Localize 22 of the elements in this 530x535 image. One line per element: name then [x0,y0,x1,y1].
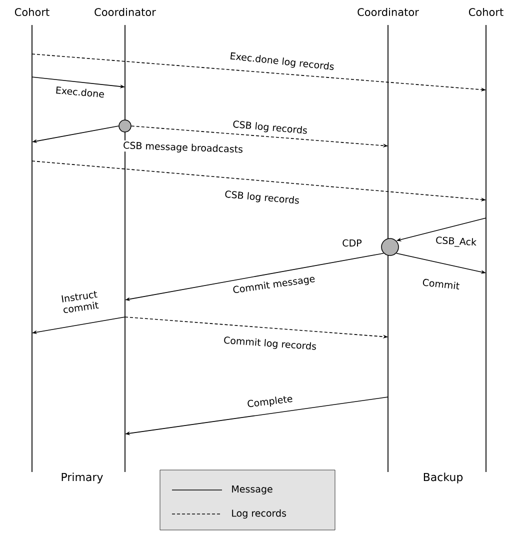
edge-label: CSB_Ack [434,235,478,249]
lifeline-header: Cohort [468,8,504,16]
edge-label: Commit log records [222,335,318,353]
lifeline-header: Coordinator [358,8,419,16]
side-label: CDP [342,239,362,247]
legend-text: Message [232,486,272,494]
edge-label: CSB log records [231,119,309,137]
edge-label: Exec.done log records [228,50,336,74]
lifeline-header: Cohort [14,8,50,16]
edge-label: CSB message broadcasts [122,140,244,156]
edge-label: Exec.done [54,85,106,99]
side-label: Primary [62,472,103,484]
edge-label: Commit message [231,274,317,296]
legend-text: Log records [232,509,286,519]
point-marker [381,238,399,256]
side-label: Backup [424,472,463,484]
edge-label: Complete [246,394,294,410]
edge-label: Commit [420,277,462,291]
edge-label: Instruct commit [52,288,108,316]
lifeline-header: Coordinator [94,8,156,16]
point-marker [118,120,132,132]
edge-label: CSB log records [223,189,301,207]
